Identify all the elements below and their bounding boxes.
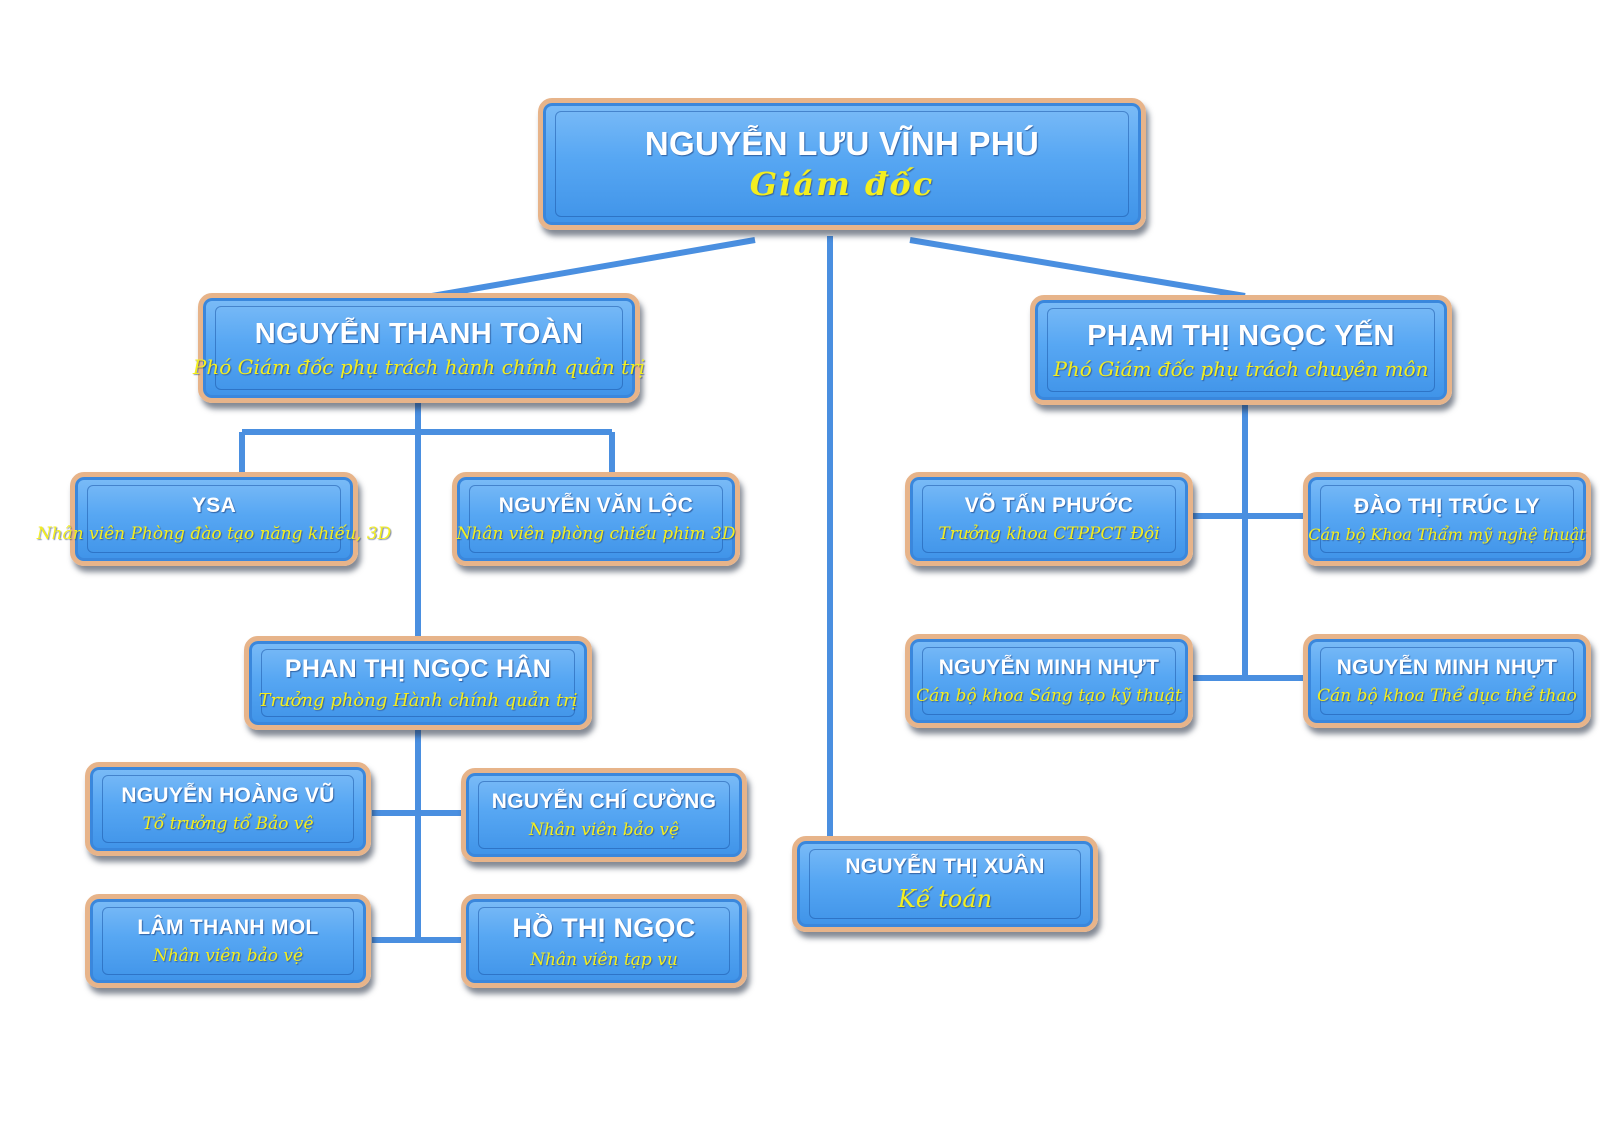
vo-tan-phuoc-name: VÕ TẤN PHƯỚC: [964, 494, 1134, 517]
deputy-prof-name: PHẠM THỊ NGỌC YẾN: [1087, 319, 1395, 352]
nguyen-minh-nhut-1-role: Cán bộ khoa Sáng tạo kỹ thuật: [916, 686, 1182, 706]
ho-thi-ngoc-role: Nhân viên tạp vụ: [530, 949, 678, 970]
ho-thi-ngoc-name: HỒ THỊ NGỌC: [512, 912, 696, 943]
deputy-admin-box: NGUYỄN THANH TOÀN Phó Giám đốc phụ trách…: [193, 293, 645, 403]
nguyen-van-loc-role: Nhân viên phòng chiếu phim 3D: [456, 524, 736, 544]
lam-thanh-mol-box: LÂM THANH MOL Nhân viên bảo vệ: [85, 894, 371, 988]
ysa-name: YSA: [191, 494, 237, 517]
connector: [909, 237, 1246, 299]
phan-thi-ngoc-han-box: PHAN THỊ NGỌC HÂN Trưởng phòng Hành chín…: [244, 636, 592, 730]
nguyen-chi-cuong-role: Nhân viên bảo vệ: [528, 820, 680, 840]
nguyen-hoang-vu-name: NGUYỄN HOÀNG VŨ: [121, 784, 335, 807]
vo-tan-phuoc-box: VÕ TẤN PHƯỚC Trưởng khoa CTPPCT Đội: [905, 472, 1193, 566]
ysa-role: Nhân viên Phòng đào tạo năng khiếu, 3D: [36, 524, 392, 544]
deputy-prof-role: Phó Giám đốc phụ trách chuyên môn: [1053, 356, 1429, 381]
nguyen-hoang-vu-box: NGUYỄN HOÀNG VŨ Tổ trưởng tổ Bảo vệ: [85, 762, 371, 856]
nguyen-thi-xuan-name: NGUYỄN THỊ XUÂN: [845, 855, 1045, 878]
phan-thi-ngoc-han-role: Trưởng phòng Hành chính quản trị: [258, 690, 578, 711]
nguyen-thi-xuan-role: Kế toán: [897, 885, 993, 913]
nguyen-minh-nhut-2-name: NGUYỄN MINH NHỰT: [1336, 656, 1558, 679]
director-role: Giám đốc: [749, 165, 935, 203]
deputy-admin-name: NGUYỄN THANH TOÀN: [254, 317, 584, 350]
ho-thi-ngoc-box: HỒ THỊ NGỌC Nhân viên tạp vụ: [461, 894, 747, 988]
lam-thanh-mol-role: Nhân viên bảo vệ: [152, 946, 304, 966]
nguyen-hoang-vu-role: Tổ trưởng tổ Bảo vệ: [142, 814, 314, 834]
ysa-box: YSA Nhân viên Phòng đào tạo năng khiếu, …: [37, 472, 391, 566]
nguyen-thi-xuan-box: NGUYỄN THỊ XUÂN Kế toán: [792, 836, 1098, 932]
dao-thi-truc-ly-role: Cán bộ Khoa Thẩm mỹ nghệ thuật: [1308, 524, 1586, 544]
phan-thi-ngoc-han-name: PHAN THỊ NGỌC HÂN: [284, 655, 552, 683]
lam-thanh-mol-name: LÂM THANH MOL: [137, 916, 319, 939]
nguyen-minh-nhut-2-role: Cán bộ khoa Thể dục thể thao: [1317, 686, 1577, 706]
director-name: NGUYỄN LƯU VĨNH PHÚ: [644, 125, 1040, 162]
deputy-prof-box: PHẠM THỊ NGỌC YẾN Phó Giám đốc phụ trách…: [1030, 295, 1452, 405]
deputy-admin-role: Phó Giám đốc phụ trách hành chính quản t…: [192, 354, 646, 379]
nguyen-chi-cuong-box: NGUYỄN CHÍ CƯỜNG Nhân viên bảo vệ: [461, 768, 747, 862]
nguyen-minh-nhut-2-box: NGUYỄN MINH NHỰT Cán bộ khoa Thể dục thể…: [1303, 634, 1591, 728]
nguyen-van-loc-name: NGUYỄN VĂN LỘC: [498, 494, 694, 517]
nguyen-chi-cuong-name: NGUYỄN CHÍ CƯỜNG: [491, 790, 717, 813]
vo-tan-phuoc-role: Trưởng khoa CTPPCT Đội: [938, 524, 1160, 544]
nguyen-van-loc-box: NGUYỄN VĂN LỘC Nhân viên phòng chiếu phi…: [452, 472, 740, 566]
nguyen-minh-nhut-1-name: NGUYỄN MINH NHỰT: [938, 656, 1160, 679]
dao-thi-truc-ly-box: ĐÀO THỊ TRÚC LY Cán bộ Khoa Thẩm mỹ nghệ…: [1303, 472, 1591, 566]
connector: [431, 237, 756, 299]
director-box: NGUYỄN LƯU VĨNH PHÚ Giám đốc: [538, 98, 1146, 230]
dao-thi-truc-ly-name: ĐÀO THỊ TRÚC LY: [1354, 494, 1540, 518]
nguyen-minh-nhut-1-box: NGUYỄN MINH NHỰT Cán bộ khoa Sáng tạo kỹ…: [905, 634, 1193, 728]
